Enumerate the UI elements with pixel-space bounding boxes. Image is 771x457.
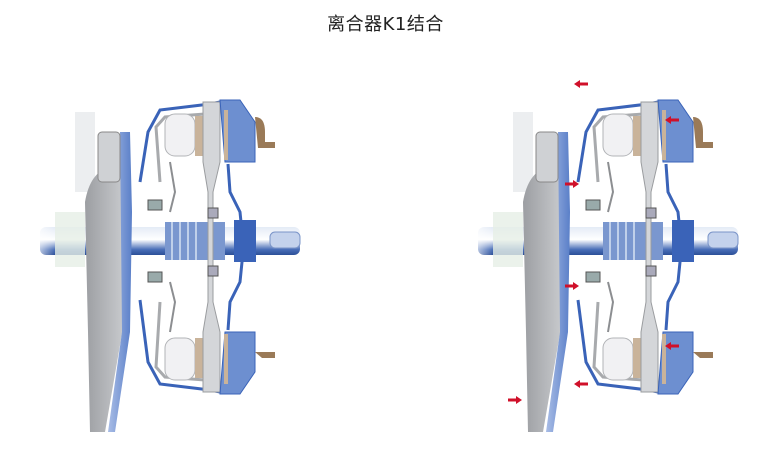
red-arrow-icon — [665, 342, 679, 350]
red-arrow-icon — [665, 116, 679, 124]
clutch-left — [28, 98, 302, 434]
red-arrow-icon — [508, 396, 522, 404]
red-arrow-icon — [574, 80, 588, 88]
clutch-right — [466, 98, 740, 434]
diagram-title: 离合器K1结合 — [327, 14, 444, 35]
red-arrow-icon — [565, 180, 579, 188]
red-arrow-icon — [565, 282, 579, 290]
pressure-arrows — [508, 80, 679, 404]
red-arrow-icon — [574, 380, 588, 388]
